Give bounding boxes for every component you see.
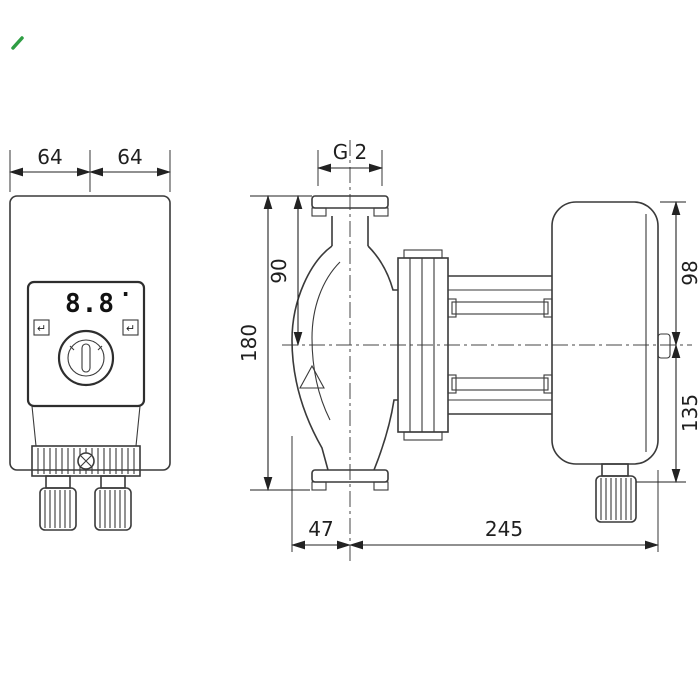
tie-rod-upper: [451, 301, 549, 315]
dim-label-245: 245: [485, 517, 523, 541]
housing-side-tab: [657, 333, 671, 359]
dim-label-g2: G 2: [333, 140, 368, 164]
control-knob: [57, 329, 115, 387]
cable-gland-right: [94, 475, 132, 531]
display-dot: ·: [119, 283, 132, 308]
discharge-flange-bottom: [311, 469, 389, 491]
terminal-ribbed-band: [31, 445, 141, 477]
front-view: 8.8 · ↵ ↵: [8, 145, 172, 531]
dimension-port-thread: G 2: [316, 140, 384, 186]
dim-label-135: 135: [678, 394, 700, 432]
dimension-front-width: 64 64: [8, 145, 172, 192]
dimension-right-vertical: 98 135: [636, 200, 700, 484]
dim-label-64-right: 64: [117, 145, 142, 169]
side-view: G 2 90 180 98 135 47 245: [237, 140, 700, 562]
dim-label-90: 90: [267, 258, 291, 283]
electronics-housing: [551, 201, 671, 465]
tie-rod-lower: [451, 377, 549, 391]
dim-label-47: 47: [308, 517, 333, 541]
cable-gland-side: [595, 463, 637, 523]
control-module: [26, 280, 146, 408]
pump-head-clamp: [397, 249, 449, 441]
left-button: [33, 319, 50, 336]
enter-right-icon: ↵: [126, 322, 135, 335]
volute-housing: [291, 245, 398, 471]
dim-label-98: 98: [678, 260, 700, 285]
module-lower-taper: [31, 405, 141, 447]
cable-gland-left: [39, 475, 77, 531]
green-artifact-mark: [11, 36, 24, 50]
enter-left-icon: ↵: [37, 322, 46, 335]
dimension-bottom-horizontal: 47 245: [290, 436, 660, 552]
flow-direction-arrow: [299, 364, 325, 389]
dim-label-180: 180: [237, 324, 261, 362]
motor-body: [447, 275, 553, 415]
display-value: 8.8: [65, 289, 115, 319]
suction-flange-top: [311, 195, 389, 246]
dimension-left-vertical: 90 180: [237, 194, 312, 492]
right-button: [122, 319, 139, 336]
pump-front-body: [9, 195, 171, 471]
dim-label-64-left: 64: [37, 145, 62, 169]
